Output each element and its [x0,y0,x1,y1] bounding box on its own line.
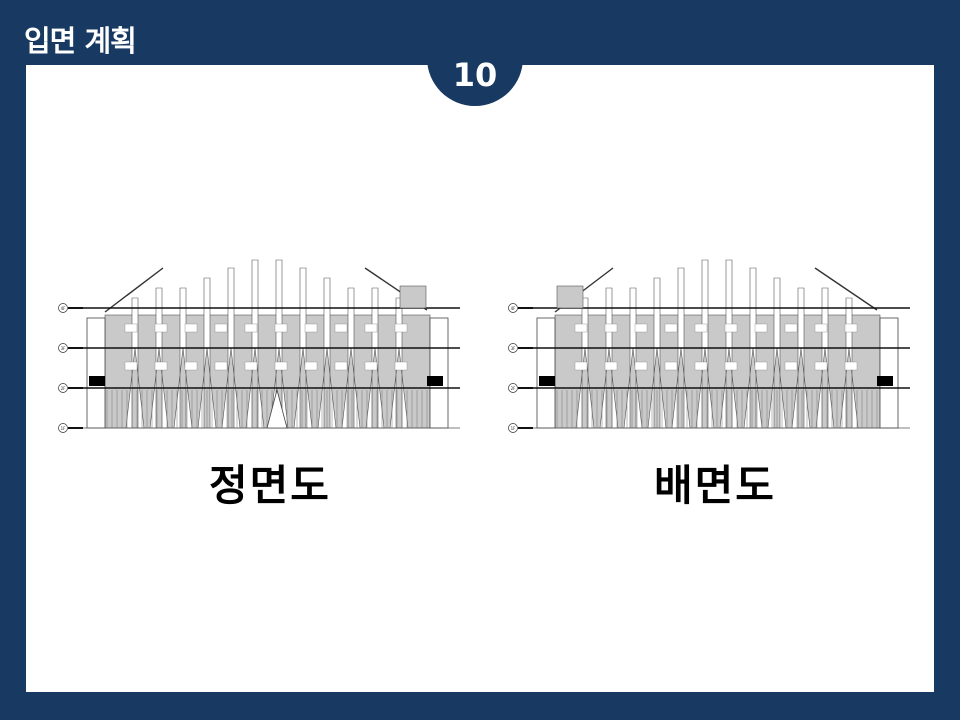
window [364,361,378,371]
level-label: 4F [511,306,517,311]
window [634,323,648,333]
black-block-left [89,376,105,386]
window [784,361,798,371]
window [574,361,588,371]
black-block-left [539,376,555,386]
window [844,361,858,371]
right-frame [429,317,449,429]
level-marker [508,343,518,353]
level-marker [58,303,68,313]
window [844,323,858,333]
window [784,323,798,333]
black-block-right [877,376,893,386]
page-number: 10 [452,56,498,94]
window [304,361,318,371]
window [274,361,288,371]
level-marker [508,303,518,313]
window [184,361,198,371]
window [394,361,408,371]
window [154,323,168,333]
page-badge [427,18,523,106]
front-elevation-caption: 정면도 [209,461,331,510]
level-marker [508,423,518,433]
left-frame [86,317,106,429]
entrance-arch [266,388,288,429]
left-frame [536,317,556,429]
window [304,323,318,333]
window [724,361,738,371]
window [394,323,408,333]
roof-slope-right [814,267,878,311]
window [334,323,348,333]
window [814,361,828,371]
window [754,361,768,371]
window [184,323,198,333]
level-marker [58,343,68,353]
level-label: 1F [511,426,517,431]
level-marker [58,383,68,393]
window [634,361,648,371]
level-marker [58,423,68,433]
rear-elevation-drawing: 4F 3F 2F 1F [508,259,910,433]
window [694,323,708,333]
right-frame [879,317,899,429]
level-label: 3F [61,346,67,351]
window [154,361,168,371]
roof-slope-left [104,267,164,313]
window [724,323,738,333]
window [214,323,228,333]
window [244,323,258,333]
window [694,361,708,371]
window [574,323,588,333]
level-marker [508,383,518,393]
front-elevation-drawing: 4F 3F 2F 1F [58,259,460,433]
window [664,361,678,371]
level-label: 4F [61,306,67,311]
level-label: 2F [511,386,517,391]
window [334,361,348,371]
window [214,361,228,371]
window [814,323,828,333]
window [124,361,138,371]
level-label: 3F [511,346,517,351]
window [364,323,378,333]
level-label: 2F [61,386,67,391]
black-block-right [427,376,443,386]
window [244,361,258,371]
window [274,323,288,333]
window [604,323,618,333]
level-label: 1F [61,426,67,431]
roof-box [556,285,584,309]
window [604,361,618,371]
slide-title: 입면 계획 [24,24,137,58]
roof-box [399,285,427,309]
window [664,323,678,333]
window [124,323,138,333]
rear-elevation-caption: 배면도 [654,461,776,510]
window [754,323,768,333]
